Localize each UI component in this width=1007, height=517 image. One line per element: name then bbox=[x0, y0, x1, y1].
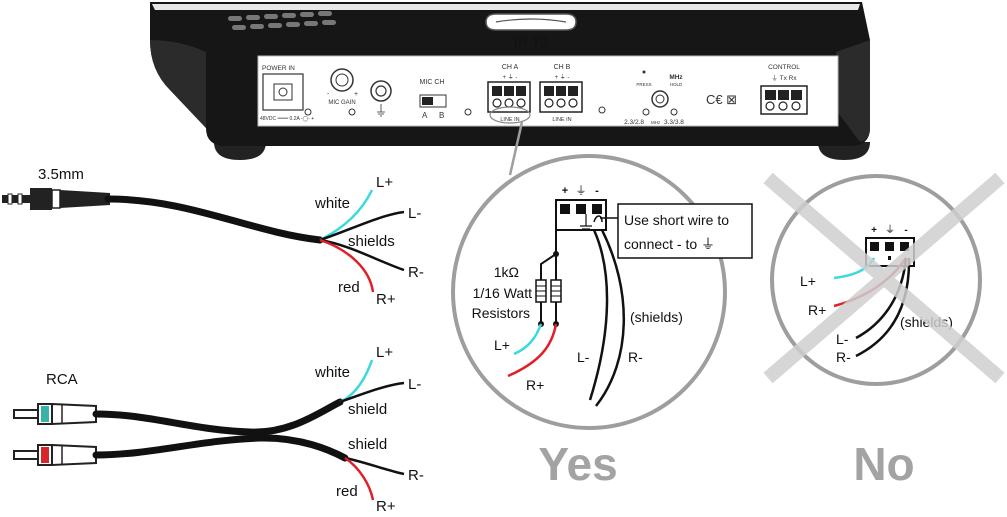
ch-b-label: CH B bbox=[554, 64, 571, 71]
no-minus: - bbox=[904, 225, 907, 236]
led-right bbox=[670, 108, 678, 116]
mhz-label: MHz bbox=[669, 74, 683, 81]
yes-plus: + bbox=[562, 185, 568, 197]
resistor-right bbox=[550, 279, 562, 303]
mic-jack bbox=[370, 80, 392, 102]
cable-35-shields: shields bbox=[348, 233, 395, 250]
receiver-device: IR T2 POWER IN 48VDC ═══ 0.2A -◯- + - + … bbox=[150, 2, 870, 160]
mic-gain-knob[interactable] bbox=[330, 68, 354, 92]
yes-note-line1: Use short wire to bbox=[624, 212, 729, 228]
screw-hole bbox=[464, 108, 472, 116]
yes-note-box bbox=[617, 203, 753, 259]
device-foot-right bbox=[818, 142, 870, 160]
screw-hole bbox=[348, 108, 356, 116]
no-r-plus: R+ bbox=[808, 302, 826, 318]
yes-l-minus: L- bbox=[577, 349, 590, 365]
no-cross bbox=[763, 172, 1005, 384]
cable-35-r-minus: R- bbox=[408, 264, 424, 281]
ch-b-signs: + ⏚ - bbox=[555, 74, 570, 81]
power-spec: 48VDC ═══ 0.2A -◯- + bbox=[260, 116, 314, 122]
cable-35-white: white bbox=[314, 195, 350, 212]
yes-verdict: Yes bbox=[538, 438, 617, 490]
control-label: CONTROL bbox=[768, 64, 800, 71]
yes-r-plus: R+ bbox=[526, 377, 544, 393]
no-l-plus: L+ bbox=[800, 273, 816, 289]
device-top-lip bbox=[152, 4, 860, 10]
device-side-left bbox=[150, 40, 206, 128]
cable-rca-r-minus: R- bbox=[408, 467, 424, 484]
cable-rca-shield-top: shield bbox=[348, 401, 387, 418]
screw-hole bbox=[598, 106, 606, 114]
resistor-watt: 1/16 Watt bbox=[473, 285, 533, 301]
resistor-left bbox=[535, 279, 547, 303]
hold-label: HOLD bbox=[670, 82, 683, 87]
frequency-knob[interactable] bbox=[651, 90, 669, 108]
yes-terminal-block bbox=[555, 199, 607, 231]
cable-35-r-plus: R+ bbox=[376, 291, 396, 308]
device-foot-left bbox=[214, 142, 266, 160]
cable-rca-red: red bbox=[336, 483, 358, 500]
cable-35-l-plus: L+ bbox=[376, 174, 393, 191]
ch-a-label: CH A bbox=[502, 64, 519, 71]
device-side-right bbox=[836, 40, 870, 142]
resistor-label: Resistors bbox=[472, 305, 530, 321]
ground-symbol bbox=[377, 104, 385, 117]
control-pins: ⏚ Tx Rx bbox=[771, 74, 797, 82]
model-label: IR T2 bbox=[514, 34, 548, 50]
no-l-minus: L- bbox=[836, 331, 849, 347]
power-in-label: POWER IN bbox=[262, 65, 295, 72]
cable-rca-r-plus: R+ bbox=[376, 498, 396, 515]
mic-gain-plus: + bbox=[354, 91, 358, 98]
mic-ch-label: MIC CH bbox=[420, 79, 445, 86]
led-left bbox=[642, 108, 650, 116]
ir-window bbox=[485, 13, 577, 31]
yes-ground: ⏚ bbox=[576, 184, 587, 197]
ch-a-signs: + ⏚ - bbox=[503, 74, 518, 81]
ce-mark: C€ ⊠ bbox=[706, 92, 737, 107]
freq-right: 3.3/3.8 bbox=[664, 119, 684, 126]
ch-b-terminal bbox=[539, 81, 583, 113]
cable-rca-l-plus: L+ bbox=[376, 344, 393, 361]
mic-ch-b: B bbox=[439, 111, 444, 120]
cable-35-red: red bbox=[338, 279, 360, 296]
control-terminal bbox=[760, 85, 808, 115]
freq-mhz: MHz bbox=[651, 120, 661, 125]
no-plus: + bbox=[871, 225, 877, 236]
cable-rca: RCA white L+ L- shield shield R bbox=[13, 344, 424, 515]
yes-panel: + ⏚ - Use short wire to connect - to ⏚ bbox=[451, 154, 753, 490]
mic-gain-minus: - bbox=[327, 91, 330, 98]
trs-plug bbox=[2, 188, 110, 210]
yes-shields: (shields) bbox=[630, 309, 683, 325]
cable-rca-white: white bbox=[314, 364, 350, 381]
resistor-value: 1kΩ bbox=[494, 264, 519, 280]
yes-r-minus: R- bbox=[628, 349, 643, 365]
press-label: PRESS bbox=[636, 82, 651, 87]
cable-35-title: 3.5mm bbox=[38, 166, 84, 183]
cable-rca-l-minus: L- bbox=[408, 376, 421, 393]
rca-plug-white bbox=[13, 402, 97, 426]
vent-slots bbox=[228, 11, 336, 30]
mic-gain-label: MIC GAIN bbox=[328, 100, 355, 106]
no-ground: ⏚ bbox=[885, 224, 895, 236]
freq-left: 2.3/2.8 bbox=[624, 119, 644, 126]
rca-plug-red bbox=[13, 443, 97, 467]
mic-ch-a: A bbox=[422, 111, 428, 120]
cable-rca-title: RCA bbox=[46, 371, 78, 388]
cable-35-l-minus: L- bbox=[408, 205, 421, 222]
no-r-minus: R- bbox=[836, 349, 851, 365]
ch-a-line-in: LINE IN bbox=[500, 117, 519, 123]
no-verdict: No bbox=[853, 438, 914, 490]
cable-3.5mm: 3.5mm white L+ L- shields R- red R+ bbox=[2, 166, 424, 308]
yes-note-line2: connect - to ⏚ bbox=[624, 236, 715, 252]
cable-rca-shield-bottom: shield bbox=[348, 436, 387, 453]
screw-hole bbox=[304, 108, 312, 116]
yes-l-plus: L+ bbox=[494, 337, 510, 353]
ch-b-line-in: LINE IN bbox=[552, 117, 571, 123]
ch-a-highlight bbox=[489, 106, 531, 124]
zoom-callout-line bbox=[508, 121, 524, 176]
yes-minus: - bbox=[595, 185, 599, 197]
no-panel: + ⏚ - L+ R+ (shields) L- R- No bbox=[763, 172, 1005, 490]
